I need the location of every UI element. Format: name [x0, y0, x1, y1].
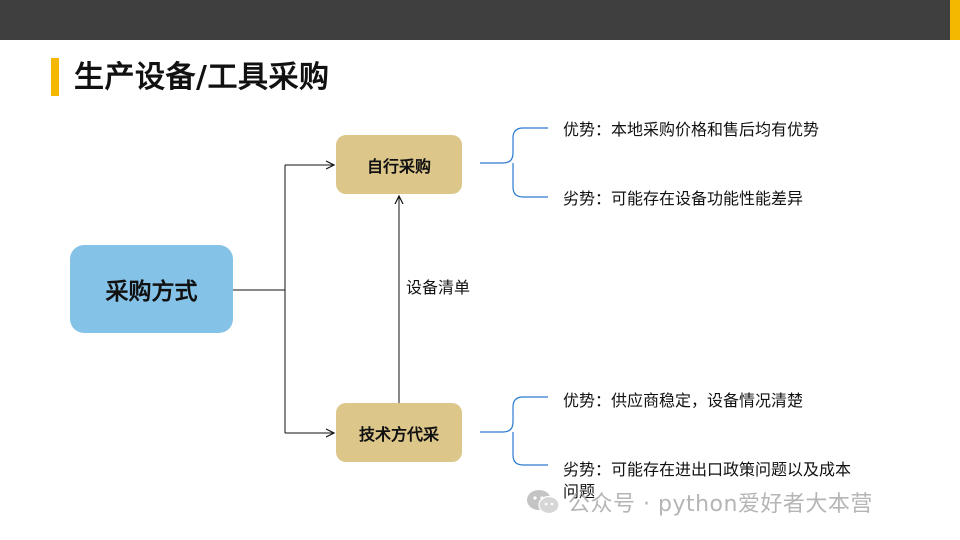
self-purchase-advantage: 优势：本地采购价格和售后均有优势	[563, 120, 820, 139]
node-self-purchase: 自行采购	[336, 135, 462, 194]
top-bar-accent	[950, 0, 960, 40]
edge-label-equipment-list: 设备清单	[406, 278, 471, 297]
title-accent-bar	[51, 58, 59, 96]
tech-purchase-disadvantage: 劣势：可能存在进出口政策问题以及成本问题	[563, 460, 852, 501]
watermark: 公众号 · python爱好者大本营	[526, 486, 873, 518]
self-purchase-disadvantage: 劣势：可能存在设备功能性能差异	[563, 189, 804, 208]
tech-purchase-advantage: 优势：供应商稳定，设备情况清楚	[563, 391, 804, 410]
wechat-icon	[527, 490, 560, 515]
watermark-text: 公众号 · python爱好者大本营	[568, 492, 873, 517]
top-bar	[0, 0, 960, 40]
brace-self-purchase	[480, 127, 548, 198]
node-procurement-method: 采购方式	[70, 245, 233, 333]
brace-tech-purchase	[480, 396, 548, 466]
slide-title: 生产设备/工具采购	[74, 60, 330, 95]
node-tech-purchase: 技术方代采	[336, 403, 462, 462]
